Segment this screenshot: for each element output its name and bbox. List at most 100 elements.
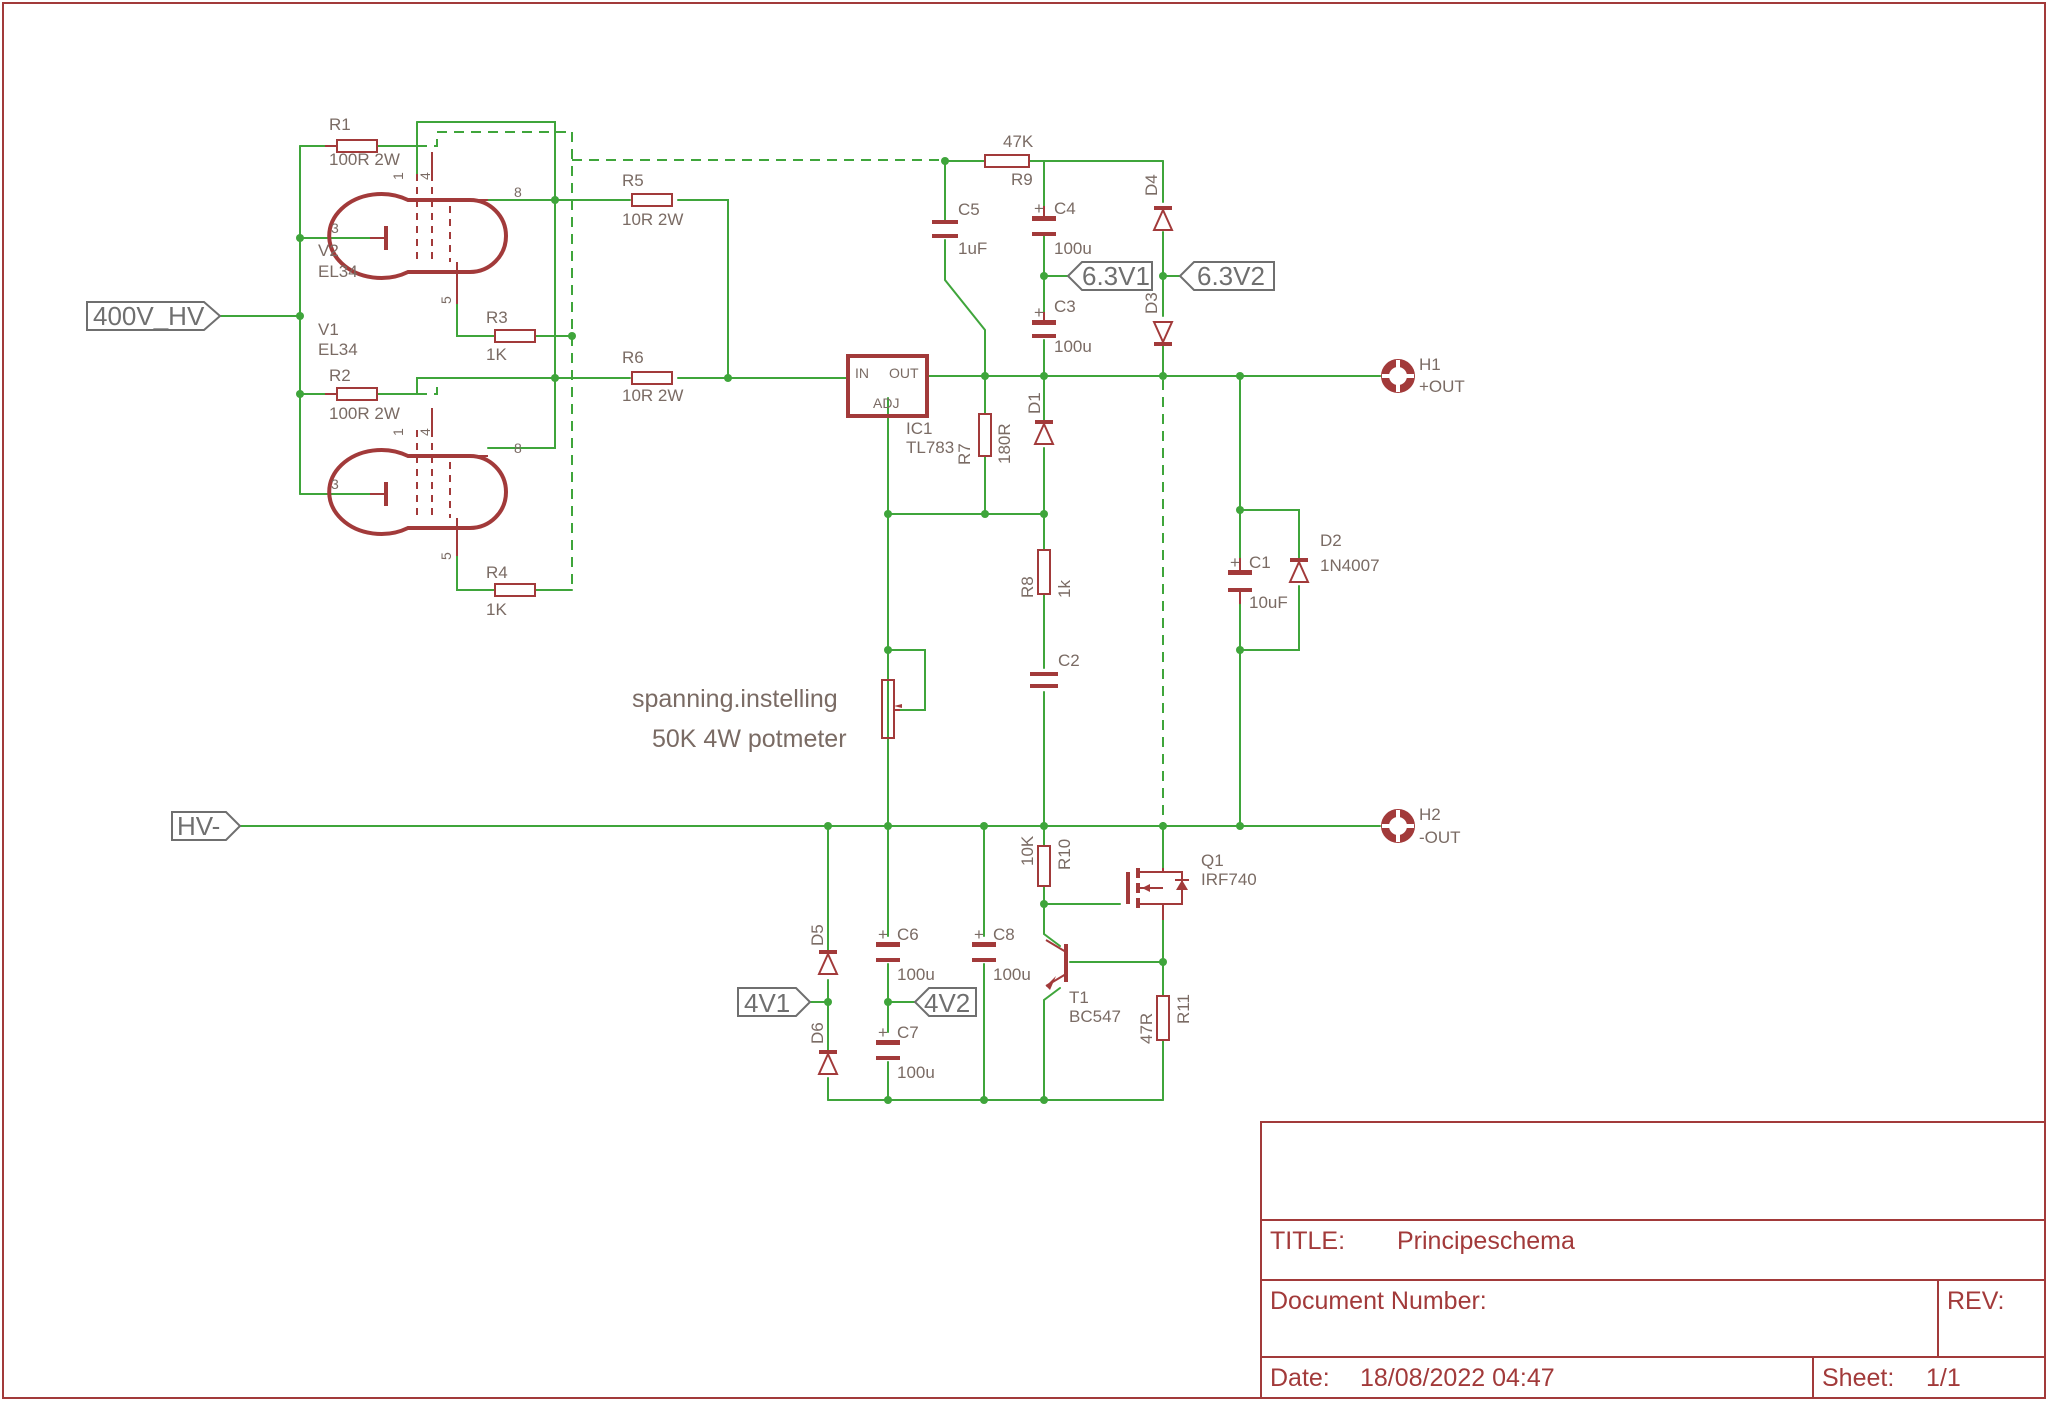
- resistor-r9: 47K R9: [984, 132, 1034, 189]
- r10-name: R10: [1055, 839, 1074, 870]
- r10-value: 10K: [1018, 835, 1037, 866]
- resistor-r10: 10K R10: [1018, 835, 1074, 887]
- resistor-r5: R5 10R 2W: [622, 171, 683, 229]
- capacitor-c7: + C7 100u: [876, 1023, 935, 1082]
- c3-plus: +: [1034, 303, 1044, 322]
- resistor-r6: R6 10R 2W: [622, 348, 683, 405]
- r1-name: R1: [329, 115, 351, 134]
- terminal-h1: H1 +OUT: [1381, 355, 1465, 396]
- r1-value: 100R 2W: [329, 150, 400, 169]
- ic1-name: IC1: [906, 419, 932, 438]
- diode-d2: D2 1N4007: [1288, 531, 1380, 583]
- tube-v1-type: EL34: [318, 340, 358, 359]
- tube-v2-type: EL34: [318, 262, 358, 281]
- c1-value: 10uF: [1249, 593, 1288, 612]
- t1-name: T1: [1069, 988, 1089, 1007]
- title-value: Principeschema: [1397, 1227, 1575, 1255]
- capacitor-c3: + C3 100u: [1032, 297, 1092, 356]
- c6-value: 100u: [897, 965, 935, 984]
- diode-d4: D4: [1142, 174, 1174, 231]
- h1-name: H1: [1419, 355, 1441, 374]
- c1-plus: +: [1230, 553, 1240, 572]
- d5-name: D5: [808, 924, 827, 946]
- r6-value: 10R 2W: [622, 386, 683, 405]
- r4-value: 1K: [486, 600, 507, 619]
- capacitor-c8: + C8 100u: [972, 925, 1031, 984]
- c6-name: C6: [897, 925, 919, 944]
- d3-name: D3: [1142, 292, 1161, 314]
- c4-name: C4: [1054, 199, 1076, 218]
- c4-value: 100u: [1054, 239, 1092, 258]
- r11-name: R11: [1174, 994, 1193, 1024]
- r11-value: 47R: [1137, 1013, 1156, 1044]
- r5-value: 10R 2W: [622, 210, 683, 229]
- tube-v2-pin-1: 1: [390, 172, 406, 180]
- tube-v1-pin-5: 5: [438, 552, 454, 560]
- date-label: Date:: [1270, 1364, 1330, 1392]
- capacitor-c4: + C4 100u: [1032, 199, 1092, 258]
- transistor-t1: T1 BC547: [1045, 939, 1121, 1026]
- date-value: 18/08/2022 04:47: [1360, 1364, 1555, 1392]
- t1-value: BC547: [1069, 1007, 1121, 1026]
- h1-label: +OUT: [1419, 377, 1465, 396]
- net-label-400v-hv: 400V_HV: [86, 301, 222, 331]
- sheet-label: Sheet:: [1822, 1364, 1894, 1392]
- sheet-value: 1/1: [1926, 1364, 1961, 1392]
- resistor-r4: R4 1K: [486, 563, 536, 619]
- d2-name: D2: [1320, 531, 1342, 550]
- c4-plus: +: [1034, 199, 1044, 218]
- c6-plus: +: [878, 925, 888, 944]
- net-label-4v2-text: 4V2: [924, 988, 970, 1018]
- title-label: TITLE:: [1270, 1227, 1345, 1255]
- net-label-4v2: 4V2: [913, 987, 977, 1018]
- d6-name: D6: [808, 1022, 827, 1044]
- tube-v2-name: V2: [318, 241, 339, 260]
- r7-name: R7: [955, 443, 974, 465]
- tube-v1-pin-8: 8: [514, 440, 522, 456]
- resistor-r7: R7 180R: [955, 413, 1014, 465]
- tube-v1-name: V1: [318, 320, 339, 339]
- potmeter-value: 50K 4W potmeter: [652, 725, 847, 753]
- c3-name: C3: [1054, 297, 1076, 316]
- c8-value: 100u: [993, 965, 1031, 984]
- c8-plus: +: [974, 925, 984, 944]
- tube-v2-pin-3: 3: [331, 220, 339, 236]
- net-label-400v-hv-text: 400V_HV: [93, 301, 205, 331]
- r8-value: 1k: [1055, 580, 1074, 598]
- net-label-hv-minus-text: HV-: [177, 811, 220, 841]
- net-label-4v1: 4V1: [737, 987, 812, 1018]
- tube-v2-pin-8: 8: [514, 184, 522, 200]
- ic1-pin-out: OUT: [889, 365, 919, 381]
- ic1-pin-in: IN: [855, 365, 869, 381]
- d1-name: D1: [1025, 392, 1044, 414]
- c5-name: C5: [958, 200, 980, 219]
- capacitor-c6: + C6 100u: [876, 925, 935, 984]
- document-number-label: Document Number:: [1270, 1287, 1487, 1315]
- r3-value: 1K: [486, 345, 507, 364]
- potmeter: spanning.instelling 50K 4W potmeter: [632, 679, 902, 753]
- c1-name: C1: [1249, 553, 1271, 572]
- r9-value: 47K: [1003, 132, 1034, 151]
- c3-value: 100u: [1054, 337, 1092, 356]
- r8-name: R8: [1018, 576, 1037, 598]
- resistor-r8: R8 1k: [1018, 549, 1074, 598]
- q1-name: Q1: [1201, 851, 1224, 870]
- mosfet-q1: Q1 IRF740: [1126, 851, 1257, 920]
- r4-name: R4: [486, 563, 508, 582]
- r6-name: R6: [622, 348, 644, 367]
- r2-value: 100R 2W: [329, 404, 400, 423]
- r5-name: R5: [622, 171, 644, 190]
- capacitor-c1: + C1 10uF: [1228, 553, 1288, 612]
- net-label-6-3v2-text: 6.3V2: [1197, 261, 1265, 291]
- c8-name: C8: [993, 925, 1015, 944]
- tube-v2-pin-4: 4: [417, 172, 433, 180]
- tube-v1: 1 4 3 8 5 V1 EL34: [318, 320, 522, 560]
- diode-d6: D6: [808, 1022, 839, 1075]
- d4-name: D4: [1142, 174, 1161, 196]
- net-label-hv-minus: HV-: [171, 811, 242, 841]
- regulator-ic1: IN OUT ADJ IC1 TL783: [846, 354, 954, 457]
- tube-v2: 1 4 3 8 5 V2 EL34: [318, 152, 522, 304]
- d2-value: 1N4007: [1320, 556, 1380, 575]
